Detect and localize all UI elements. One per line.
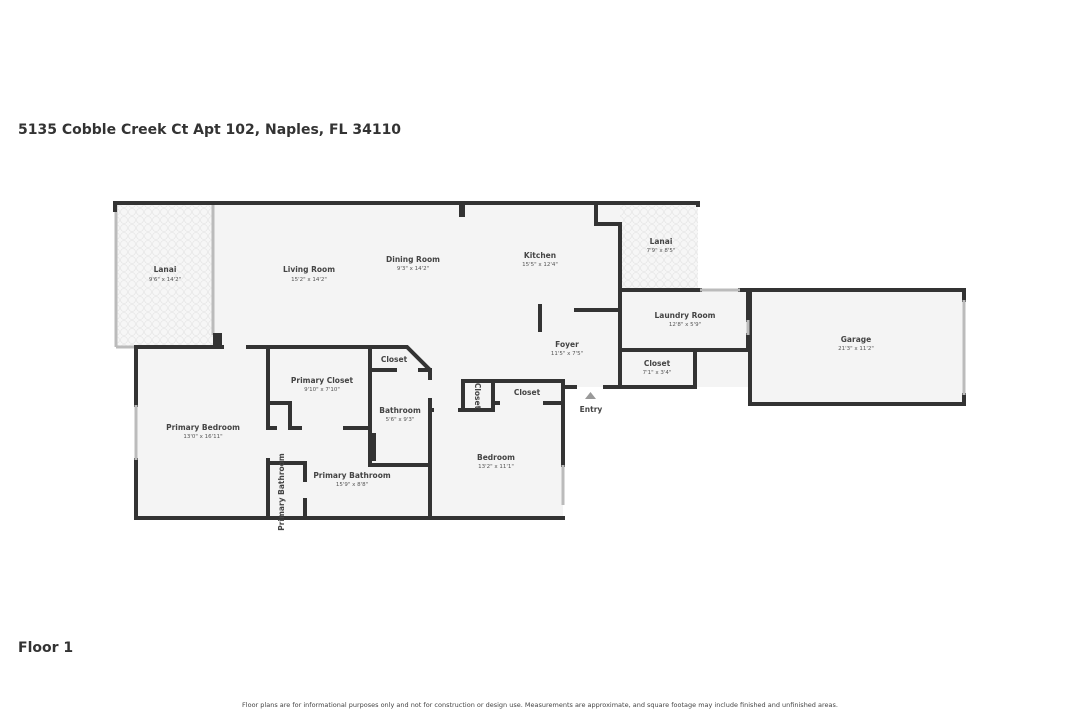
room-dims: 12'8" x 5'9" bbox=[669, 322, 701, 328]
room-name: Bedroom bbox=[477, 453, 515, 462]
room-dims: 9'3" x 14'2" bbox=[397, 266, 429, 272]
room-dims: 7'9" x 8'5" bbox=[647, 248, 676, 254]
room-name: Primary Closet bbox=[291, 376, 354, 385]
walls bbox=[113, 201, 966, 520]
room-name: Primary Bathroom bbox=[313, 471, 391, 480]
room-name: Dining Room bbox=[386, 255, 440, 264]
property-address: 5135 Cobble Creek Ct Apt 102, Naples, FL… bbox=[18, 122, 402, 138]
room-name: Living Room bbox=[283, 265, 335, 274]
floor-label: Floor 1 bbox=[18, 640, 74, 656]
room-name: Laundry Room bbox=[655, 311, 716, 320]
room-name: Closet bbox=[514, 388, 541, 397]
room-name: Foyer bbox=[555, 340, 579, 349]
room-dims: 13'0" x 16'11" bbox=[183, 434, 222, 440]
disclaimer: Floor plans are for informational purpos… bbox=[242, 701, 838, 709]
room-name: Lanai bbox=[650, 237, 673, 246]
room-dims: 11'5" x 7'5" bbox=[551, 351, 583, 357]
entry-arrow-icon bbox=[585, 392, 596, 399]
room-name: Closet bbox=[644, 359, 671, 368]
room-dims: 15'9" x 8'8" bbox=[336, 482, 368, 488]
room-name: Lanai bbox=[154, 265, 177, 274]
room-dims: 21'3" x 11'2" bbox=[838, 346, 874, 352]
room-name: Primary Bathroom bbox=[277, 453, 286, 531]
room-labels: Lanai 9'6" x 14'2" Living Room 15'2" x 1… bbox=[149, 237, 874, 531]
entry-label: Entry bbox=[580, 405, 603, 414]
room-dims: 9'6" x 14'2" bbox=[149, 277, 181, 283]
room-name: Bathroom bbox=[379, 406, 421, 415]
room-dims: 9'10" x 7'10" bbox=[304, 387, 340, 393]
room-name: Closet bbox=[381, 355, 408, 364]
room-name: Kitchen bbox=[524, 251, 556, 260]
floor-fills bbox=[115, 203, 964, 518]
room-dims: 13'2" x 11'1" bbox=[478, 464, 514, 470]
room-dims: 5'6" x 9'3" bbox=[386, 417, 415, 423]
room-dims: 15'5" x 12'4" bbox=[522, 262, 558, 268]
room-name: Primary Bedroom bbox=[166, 423, 240, 432]
room-name: Closet bbox=[473, 383, 482, 410]
room-dims: 15'2" x 14'2" bbox=[291, 277, 327, 283]
room-name: Garage bbox=[841, 335, 871, 344]
room-dims: 7'1" x 3'4" bbox=[643, 370, 672, 376]
